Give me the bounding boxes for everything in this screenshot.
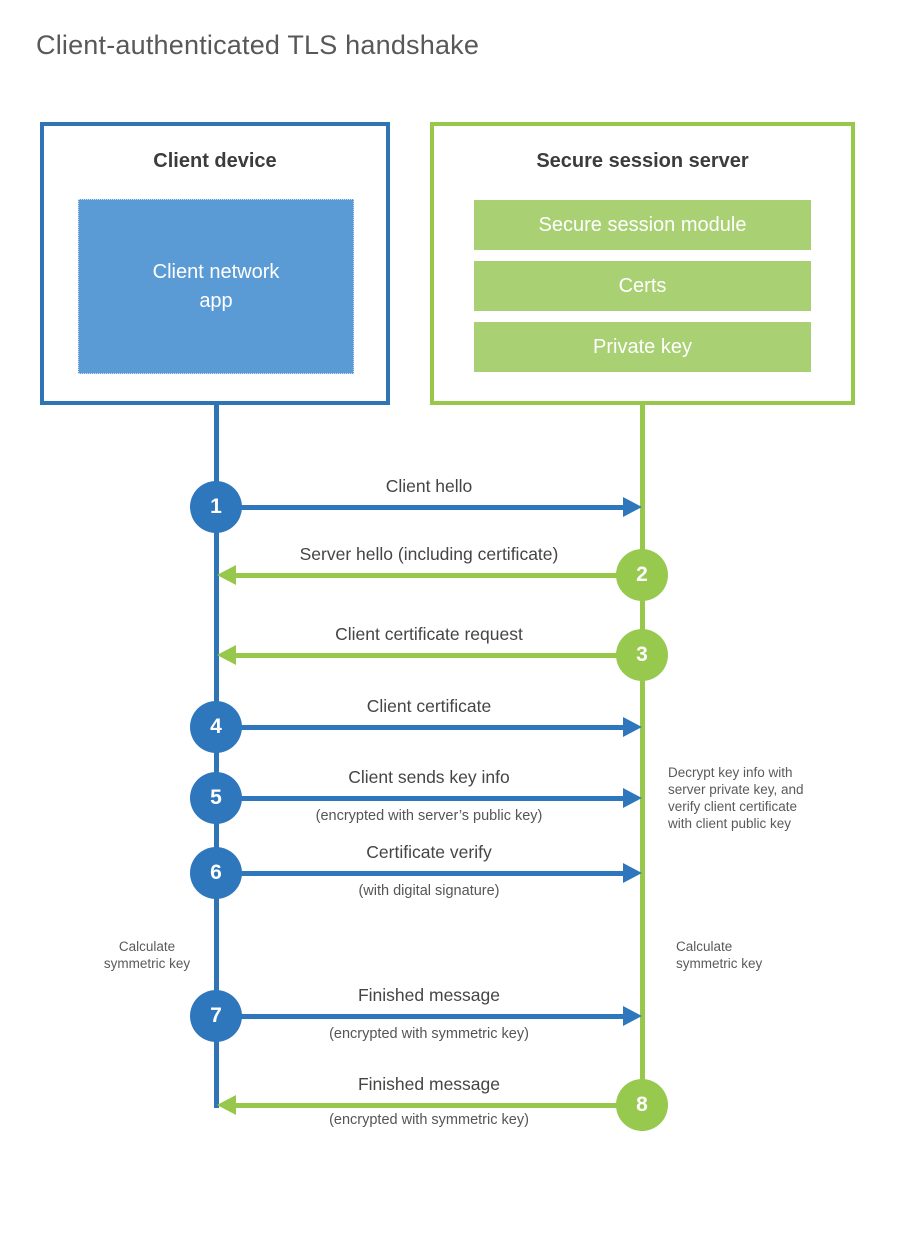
client-app-line1: Client network xyxy=(152,260,280,283)
message-label: Server hello (including certificate) xyxy=(299,544,559,564)
client-network-app-label: Client network app xyxy=(153,258,280,316)
message-label: Client certificate xyxy=(366,696,492,716)
arrow-line xyxy=(216,871,623,876)
arrow-head-right-icon xyxy=(623,717,642,737)
step-circle-2: 2 xyxy=(616,549,668,601)
calculate-symmetric-key-note-server: Calculate symmetric key xyxy=(676,938,826,972)
arrow-head-left-icon xyxy=(217,645,236,665)
arrow-head-right-icon xyxy=(623,863,642,883)
decrypt-note-line: verify client certificate xyxy=(668,799,798,814)
calc-note-line: symmetric key xyxy=(676,956,763,971)
client-network-app-box: Client network app xyxy=(78,199,354,374)
arrow-head-right-icon xyxy=(623,1006,642,1026)
decrypt-note-line: server private key, and xyxy=(668,782,804,797)
arrow-line xyxy=(216,796,623,801)
step-circle-4: 4 xyxy=(190,701,242,753)
calculate-symmetric-key-note-client: Calculate symmetric key xyxy=(72,938,222,972)
message-sublabel: (encrypted with server’s public key) xyxy=(315,808,543,824)
calc-note-line: symmetric key xyxy=(103,956,191,971)
client-lifeline xyxy=(214,405,219,1108)
decrypt-note-line: Decrypt key info with xyxy=(668,765,793,780)
message-sublabel: (with digital signature) xyxy=(358,883,500,899)
page-title: Client-authenticated TLS handshake xyxy=(36,30,480,60)
message-label: Client sends key info xyxy=(348,767,510,787)
step-circle-8: 8 xyxy=(616,1079,668,1131)
message-sublabel: (encrypted with symmetric key) xyxy=(329,1026,529,1042)
message-sublabel: (encrypted with symmetric key) xyxy=(329,1112,529,1128)
secure-session-module-bar: Secure session module xyxy=(474,200,811,250)
message-label: Finished message xyxy=(357,1074,501,1094)
arrow-head-right-icon xyxy=(623,497,642,517)
arrow-line xyxy=(216,725,623,730)
arrow-line xyxy=(236,653,642,658)
secure-session-server-title: Secure session server xyxy=(536,150,749,172)
arrow-head-left-icon xyxy=(217,1095,236,1115)
decrypt-note: Decrypt key info with server private key… xyxy=(668,764,848,832)
message-label: Certificate verify xyxy=(366,842,492,862)
server-lifeline xyxy=(640,405,645,1131)
step-circle-5: 5 xyxy=(190,772,242,824)
calc-note-line: Calculate xyxy=(676,939,733,954)
step-circle-7: 7 xyxy=(190,990,242,1042)
certs-bar: Certs xyxy=(474,261,811,311)
decrypt-note-line: with client public key xyxy=(668,816,792,831)
arrow-line xyxy=(216,505,623,510)
arrow-line xyxy=(236,1103,642,1108)
message-label: Finished message xyxy=(357,985,501,1005)
step-circle-3: 3 xyxy=(616,629,668,681)
step-circle-1: 1 xyxy=(190,481,242,533)
private-key-bar: Private key xyxy=(474,322,811,372)
client-app-line2: app xyxy=(199,289,233,312)
secure-session-server-box: Secure session server Secure session mod… xyxy=(430,122,855,405)
arrow-head-right-icon xyxy=(623,788,642,808)
arrow-head-left-icon xyxy=(217,565,236,585)
calc-note-line: Calculate xyxy=(118,939,176,954)
arrow-line xyxy=(236,573,642,578)
message-label: Client certificate request xyxy=(335,624,523,644)
step-circle-6: 6 xyxy=(190,847,242,899)
client-device-box: Client device Client network app xyxy=(40,122,390,405)
client-device-title: Client device xyxy=(153,150,277,172)
arrow-line xyxy=(216,1014,623,1019)
message-label: Client hello xyxy=(385,476,473,496)
